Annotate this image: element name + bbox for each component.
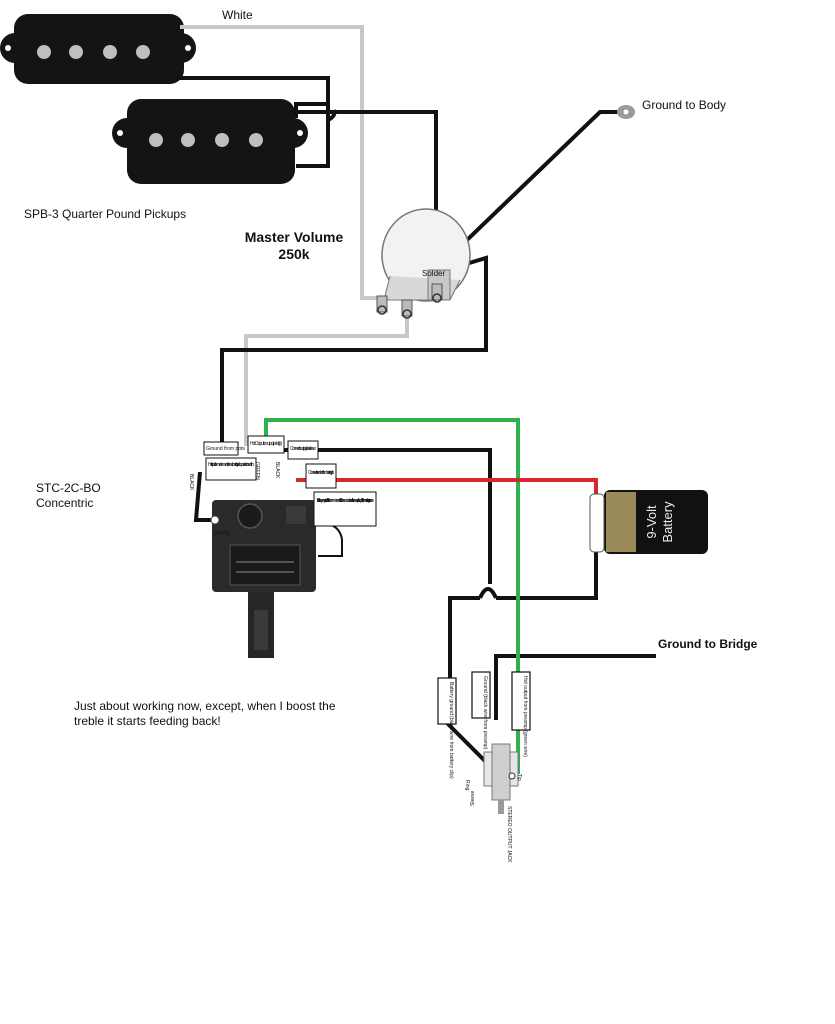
white-wire-pot-to-preamp [244, 318, 409, 446]
tag-ground [203, 441, 239, 456]
jack-title: STEREO OUTPUT JACK [506, 806, 512, 863]
tag-hot-output [247, 435, 285, 454]
tag-hot-from-preamp [511, 671, 531, 731]
tag-ground-from-preamp-text: Ground (black wire from preamp) [482, 676, 488, 750]
tag-green: GREEN [254, 462, 260, 480]
green-wire-hot-output [264, 418, 520, 774]
pickups-label: SPB-3 Quarter Pound Pickups [24, 207, 186, 221]
tag-ground-from-preamp [471, 671, 491, 719]
tag-hot-output-text: Hot Output to output jack (tip) [250, 441, 282, 447]
tag-hot-from-preamp-text: Hot output from preamp (green wire) [522, 676, 528, 757]
output-jack [483, 743, 519, 814]
battery-label-1: 9-Volt [644, 505, 659, 539]
tag-connect-battery [305, 463, 337, 489]
tag-treble-switch [313, 491, 377, 527]
preamp-label-1: STC-2C-BO [36, 481, 101, 495]
ground-to-bridge-label: Ground to Bridge [658, 637, 758, 651]
solder-label: Solder [422, 269, 445, 278]
pot-to-preamp-ground [220, 255, 488, 446]
tag-ground-text: Ground from pots [206, 446, 245, 452]
preamp-sleeve-to-jack [280, 448, 492, 584]
pickup-bridge [112, 99, 308, 184]
preamp-label-2: Concentric [36, 496, 93, 510]
tag-black: BLACK [188, 474, 194, 491]
note-line-1: Just about working now, except, when I b… [74, 699, 336, 713]
battery-label-2: Battery [660, 501, 675, 543]
ground-to-body-wire [438, 110, 624, 268]
volume-pot [376, 208, 471, 319]
note-line-2: treble it starts feeding back! [74, 714, 221, 728]
jack-tip-label: Tip [516, 774, 522, 781]
jack-tags: Battery ground (black wire from battery … [437, 671, 531, 863]
ground-to-body-label: Ground to Body [642, 98, 726, 112]
tag-white: WHITE [214, 531, 231, 537]
preamp-side-loop [193, 471, 214, 522]
white-wire-label: White [222, 8, 253, 22]
jack-sleeve-label: Sleeve [470, 790, 476, 806]
tag-hot-input-text: Hot input from volume or blend control, … [208, 462, 254, 468]
tag-black2: BLACK [274, 462, 280, 479]
jack-ring-label: Ring [464, 780, 470, 791]
tag-connect-sleeve [287, 440, 319, 460]
tag-battery-ground-text: Battery ground (black wire from battery … [448, 682, 454, 779]
preamp-module [210, 500, 316, 658]
red-wire-battery [296, 478, 598, 496]
pickup-neck [0, 14, 196, 84]
tag-hot-input [205, 457, 257, 481]
preamp-tags: Ground from pots Hot input from volume o… [188, 435, 377, 537]
tag-connect-sleeve-text: Connect to output jack sleeve [290, 446, 316, 452]
tag-battery-ground [437, 677, 457, 725]
battery-9v: 9-Volt Battery [589, 490, 708, 554]
ground-lug [617, 105, 635, 119]
master-value-label: 250k [278, 246, 309, 262]
tag-treble-switch-text: Treble frequency selector 6.2k recommend… [316, 498, 375, 504]
tag-connect-battery-text: Connect to red wire from battery clip [308, 470, 334, 476]
master-volume-label: Master Volume [245, 229, 344, 245]
